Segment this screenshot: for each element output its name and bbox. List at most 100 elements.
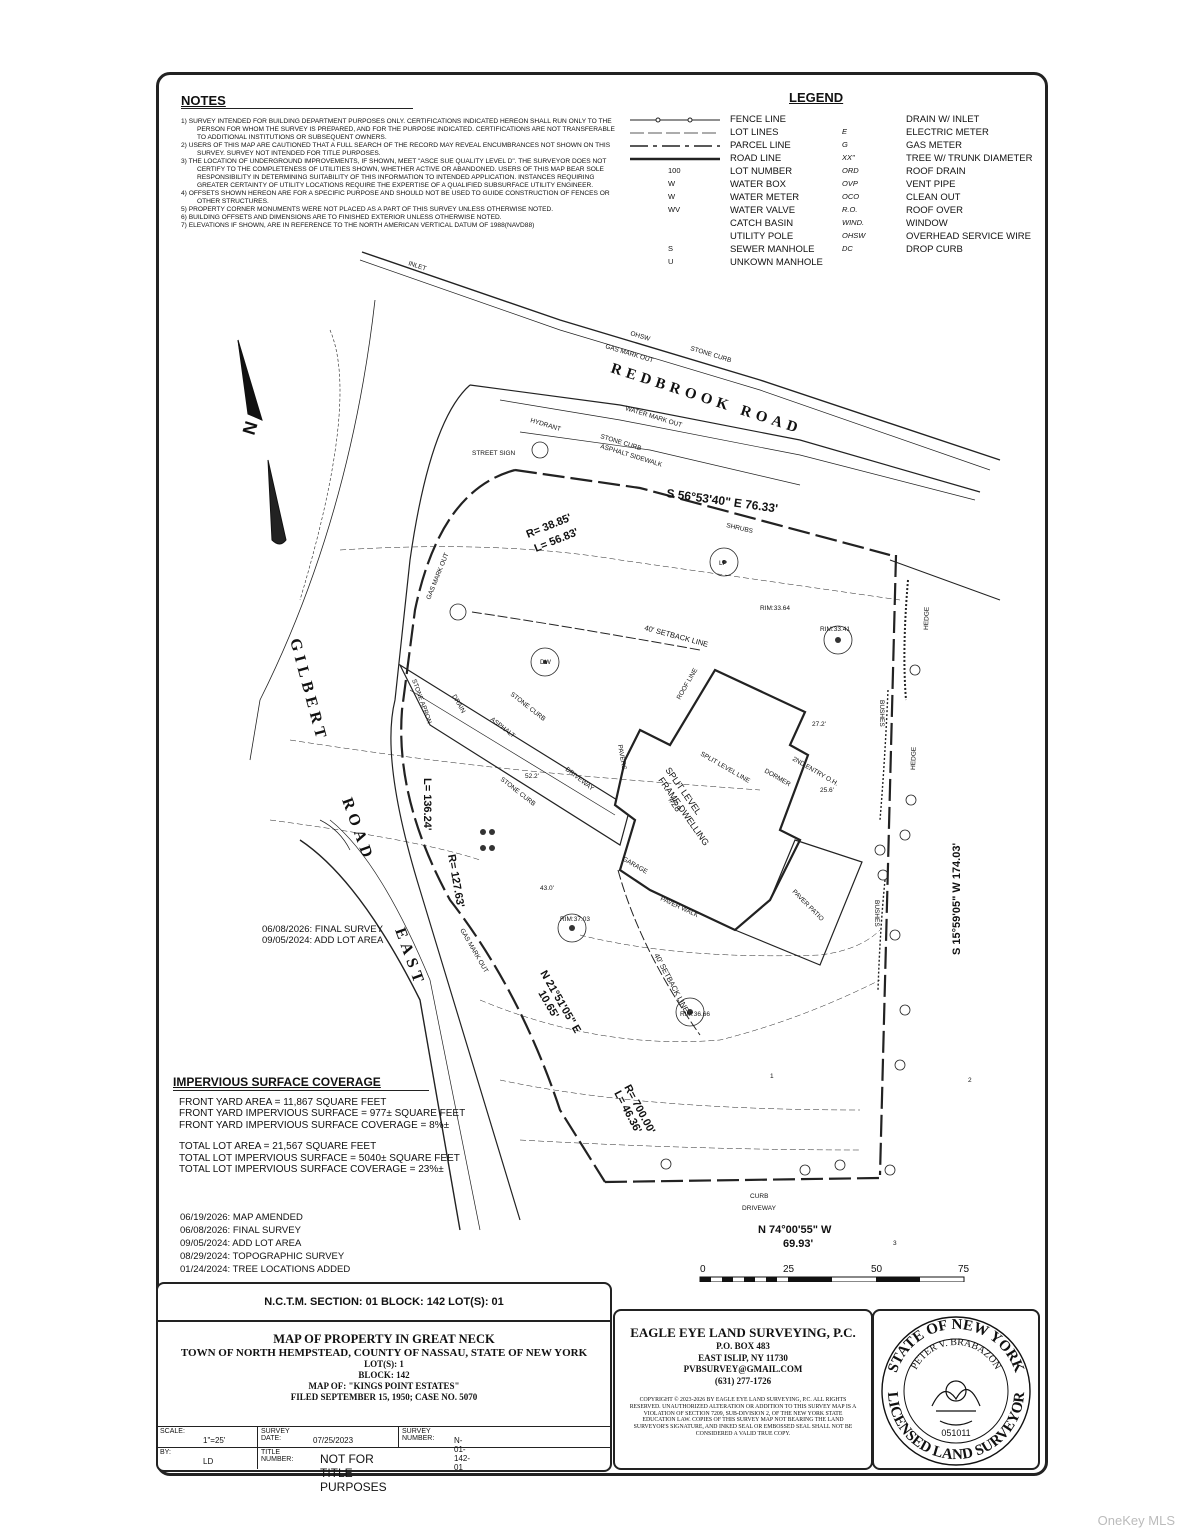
map-label: SHRUBS <box>726 522 755 535</box>
legend-row: FENCE LINE <box>628 114 1038 127</box>
bearing-east: S 15°59'05" W 174.03' <box>951 843 963 955</box>
legend-row: R.O.ROOF OVER <box>628 205 1038 218</box>
legend-label: ELECTRIC METER <box>906 127 989 138</box>
map-label: HEDGE <box>923 606 931 630</box>
by-label: BY: <box>160 1449 171 1456</box>
note-item: 6) BUILDING OFFSETS AND DIMENSIONS ARE T… <box>181 214 502 221</box>
survey-number-value: N-01-142-01 <box>454 1436 471 1472</box>
map-label: RIM:36.66 <box>680 1011 710 1018</box>
notes-title: NOTES <box>181 93 226 108</box>
scale-label: SCALE: <box>160 1428 185 1435</box>
map-label: WATER MARK OUT <box>624 405 682 429</box>
map-label: 1 <box>770 1073 774 1080</box>
legend-symbol: 100 <box>668 166 681 175</box>
impervious-line: FRONT YARD IMPERVIOUS SURFACE COVERAGE =… <box>179 1119 450 1131</box>
map-revision-notes: 06/08/2026: FINAL SURVEY 09/05/2024: ADD… <box>262 924 383 946</box>
legend-label: VENT PIPE <box>906 179 956 190</box>
road-name-road: ROAD <box>338 796 377 865</box>
redbrook-road-line <box>361 251 1001 461</box>
map-label: 2 <box>968 1077 972 1084</box>
map-label: DRIVEWAY <box>742 1205 777 1212</box>
legend-label: OVERHEAD SERVICE WIRE <box>906 231 1031 242</box>
scale-num: 50 <box>871 1264 883 1275</box>
surveyor-company-block: EAGLE EYE LAND SURVEYING, P.C. P.O. BOX … <box>613 1309 873 1470</box>
legend-symbol: XX" <box>842 153 855 162</box>
legend-row: PARCEL LINE <box>628 140 1038 153</box>
legend-row: LOT LINES <box>628 127 1038 140</box>
legend-symbol: WIND. <box>842 218 865 227</box>
drawing-border <box>156 72 1048 1476</box>
legend-symbol: S <box>668 244 674 253</box>
scale-num: 25 <box>783 1264 795 1275</box>
legend-row: UTILITY POLE <box>628 231 1038 244</box>
legend-symbol: DC <box>842 244 853 253</box>
map-label: STREET SIGN <box>472 450 516 457</box>
map-label: CURB <box>750 1193 768 1200</box>
company-phone: (631) 277-1726 <box>714 1375 772 1386</box>
legend-symbol: ORD <box>842 166 859 175</box>
note-item: 2) USERS OF THIS MAP ARE CAUTIONED THAT … <box>181 142 611 157</box>
lot-line-east <box>878 554 898 1176</box>
revision-line: 09/05/2024: ADD LOT AREA <box>180 1238 302 1249</box>
legend-label: GAS METER <box>906 140 962 151</box>
map-label: 52.2' <box>525 773 539 780</box>
legend-label: WATER VALVE <box>730 205 796 216</box>
survey-number-cell: SURVEY NUMBER: N-01-142-01 <box>398 1427 470 1472</box>
legend-symbol: W <box>668 192 676 201</box>
seal-number: 051011 <box>941 1428 970 1438</box>
notes-underline <box>181 108 413 109</box>
legend-row: XX"TREE W/ TRUNK DIAMETER <box>628 153 1038 166</box>
legend-symbol: E <box>842 127 848 136</box>
revision-line: 08/29/2024: TOPOGRAPHIC SURVEY <box>180 1251 345 1262</box>
impervious-line: FRONT YARD AREA = 11,867 SQUARE FEET <box>179 1096 387 1108</box>
curve-length-2: L= 136.24' <box>421 778 433 831</box>
title-line: FILED SEPTEMBER 15, 1950; CASE NO. 5070 <box>290 1392 478 1402</box>
map-label: PAVERS <box>616 744 627 771</box>
scale-num: 75 <box>958 1264 970 1275</box>
road-name-redbrook: REDBROOK ROAD <box>609 361 805 438</box>
legend-symbol: W <box>668 179 676 188</box>
legend-label: PARCEL LINE <box>730 140 791 151</box>
map-label: BUSHES <box>873 900 880 927</box>
north-label: N <box>239 419 262 437</box>
map-label: 25.6' <box>820 787 834 794</box>
tax-map-number: N.C.T.M. SECTION: 01 BLOCK: 142 LOT(S): … <box>158 1284 610 1322</box>
revision-line: 06/08/2026: FINAL SURVEY <box>180 1225 301 1236</box>
legend-symbol: WV <box>668 205 681 214</box>
setback-label: 40' SETBACK LINE <box>652 952 691 1014</box>
impervious-underline <box>173 1090 429 1091</box>
legend-row: OVP VENT PIPE <box>628 179 1038 192</box>
revision-line: 06/19/2026: MAP AMENDED <box>180 1212 303 1223</box>
company-name: EAGLE EYE LAND SURVEYING, P.C. <box>630 1325 856 1340</box>
title-line: TOWN OF NORTH HEMPSTEAD, COUNTY OF NASSA… <box>180 1347 588 1359</box>
legend-label: FENCE LINE <box>730 114 786 125</box>
driveway-outline <box>398 663 631 846</box>
legend-title: LEGEND <box>789 90 844 105</box>
scale-num: 0 <box>700 1264 706 1275</box>
surveyor-seal: STATE OF NEW YORK LICENSED LAND SURVEYOR… <box>881 1316 1031 1466</box>
legend-symbol: OVP <box>842 179 858 188</box>
legend-symbol: G <box>842 140 848 149</box>
title-main: MAP OF PROPERTY IN GREAT NECK TOWN OF NO… <box>158 1332 610 1403</box>
impervious-coverage: IMPERVIOUS SURFACE COVERAGE FRONT YARD A… <box>173 1076 465 1176</box>
legend-label: CATCH BASIN <box>730 218 794 229</box>
lot-line-north <box>514 468 891 557</box>
title-block: N.C.T.M. SECTION: 01 BLOCK: 142 LOT(S): … <box>156 1282 612 1494</box>
title-line: LOT(S): 1 <box>364 1359 404 1369</box>
note-item: 5) PROPERTY CORNER MONUMENTS WERE NOT PL… <box>181 206 554 213</box>
map-label: LP <box>719 560 727 567</box>
title-number-cell: TITLE NUMBER: NOT FOR TITLE PURPOSES <box>257 1448 387 1494</box>
title-line: MAP OF PROPERTY IN GREAT NECK <box>273 1332 495 1346</box>
note-item: 3) THE LOCATION OF UNDERGROUND IMPROVEME… <box>181 158 607 189</box>
legend-symbol: U <box>668 257 674 266</box>
company-city: EAST ISLIP, NY 11730 <box>698 1352 788 1363</box>
notes-list: 1) SURVEY INTENDED FOR BUILDING DEPARTME… <box>181 118 621 230</box>
survey-date-label: SURVEY DATE: <box>261 1428 290 1442</box>
map-label: BUSHES <box>878 700 885 727</box>
map-label: HEDGE <box>910 746 918 770</box>
legend-symbol: R.O. <box>842 205 858 214</box>
